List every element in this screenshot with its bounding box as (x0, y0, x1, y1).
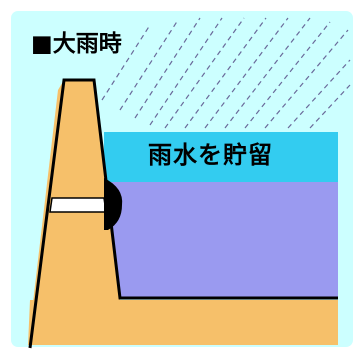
dam-gate (104, 178, 123, 230)
rain-lines (101, 17, 351, 129)
dam-outline (28, 78, 338, 349)
page-title: ■大雨時 (31, 31, 122, 57)
water-label: 雨水を貯留 (148, 141, 273, 169)
ground (28, 300, 338, 345)
dam-outlet (49, 197, 107, 213)
stored-water (104, 182, 338, 298)
surface-water (104, 132, 338, 182)
